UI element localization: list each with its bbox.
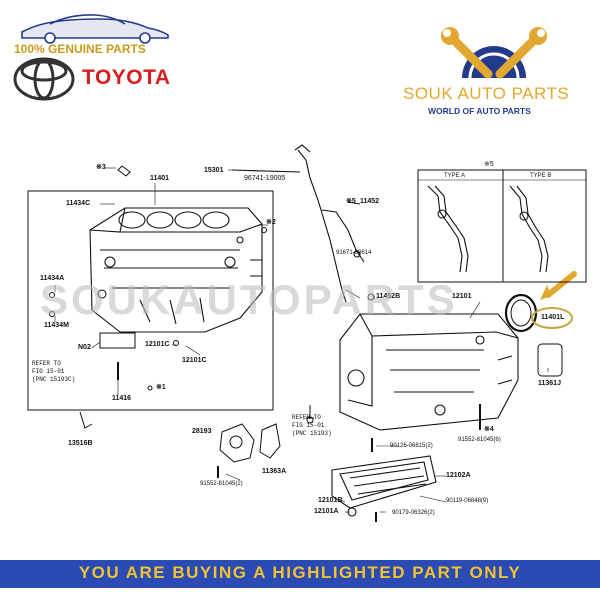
block-group-frame — [27, 190, 274, 411]
inset-note: ※5 — [484, 161, 494, 168]
toyota-emblem-icon — [13, 57, 75, 101]
refer-left-line2: FIG 15-01 — [32, 368, 65, 375]
part-label: ※3 — [96, 164, 106, 171]
part-label: 15301 — [204, 167, 224, 174]
refer-right-line1: REFER TO — [292, 414, 321, 421]
inset-type-a: TYPE A — [444, 173, 466, 179]
inset-frame — [417, 169, 587, 283]
car-logo-icon — [21, 14, 169, 44]
highlight-ring — [531, 307, 573, 329]
dipstick-drawing — [231, 144, 375, 303]
part-label: ※5 — [346, 198, 356, 205]
part-label: 11361J — [538, 380, 561, 387]
part-label: 11434C — [66, 200, 91, 207]
part-label: 12101 — [452, 293, 472, 300]
toyota-wordmark: TOYOTA — [82, 66, 171, 89]
souk-logo-icon — [441, 27, 547, 79]
part-label: 28193 — [192, 428, 212, 435]
part-label: ※2 — [266, 219, 276, 226]
part-label: 11363A — [262, 468, 287, 475]
part-label: 90119-06848(9) — [446, 498, 489, 504]
bearing-cap-icon — [99, 332, 136, 349]
footer-notice: YOU ARE BUYING A HIGHLIGHTED PART ONLY — [78, 563, 522, 582]
part-label: 91671-80614 — [336, 250, 372, 256]
part-label: N02 — [78, 344, 91, 351]
part-label: 91552-81045(2) — [200, 481, 243, 487]
part-label: 12101B — [318, 497, 343, 504]
part-label: 96741-19005 — [244, 175, 286, 182]
refer-right-line2: FIG 15-01 — [292, 422, 325, 429]
footer-bar — [0, 560, 600, 588]
part-label: 11452 — [360, 198, 380, 205]
sensor-3-icon — [117, 165, 131, 177]
refer-left-line3: (PNC 15193C) — [32, 376, 76, 383]
part-label: 12101C — [145, 341, 170, 348]
part-label: 90126-06815(2) — [390, 443, 433, 449]
sensor-13516b-icon — [79, 411, 93, 429]
part-label: 11452B — [376, 293, 401, 300]
part-label: 11416 — [112, 395, 132, 402]
plug-icon — [147, 385, 153, 391]
cover-11361j-icon — [537, 343, 563, 377]
part-label: 12101C — [182, 357, 207, 364]
part-label: 90179-06326(2) — [392, 510, 435, 516]
souk-tagline: WORLD OF AUTO PARTS — [428, 106, 531, 116]
watermark-text: SOUKAUTOPARTS — [40, 276, 458, 323]
bracket-11363a-icon — [259, 423, 281, 459]
part-label: 11434M — [44, 322, 69, 329]
refer-right-line3: (PNC 15193) — [292, 430, 332, 437]
part-label: 11401 — [150, 175, 170, 182]
highlight-arrow-icon — [545, 271, 577, 298]
inset-type-b: TYPE B — [530, 173, 552, 179]
refer-left-line1: REFER TO — [32, 360, 61, 367]
part-label: 13516B — [68, 440, 93, 447]
highlighted-part-label: 11401L — [541, 314, 565, 321]
engine-block-drawing — [89, 207, 263, 333]
part-label: 12102A — [446, 472, 471, 479]
part-label: ※4 — [484, 426, 494, 433]
part-label: ※1 — [156, 384, 166, 391]
part-label: 11434A — [40, 275, 65, 282]
part-label: 12101A — [314, 508, 339, 515]
oil-pan-upper-drawing — [339, 313, 519, 431]
part-label: 91552-81045(6) — [458, 437, 501, 443]
oil-pan-lower-drawing — [331, 455, 437, 522]
genuine-parts-text: 100% GENUINE PARTS — [14, 42, 146, 56]
souk-brand-name: SOUK AUTO PARTS — [403, 84, 570, 103]
gasket-28193-icon — [219, 423, 255, 463]
oil-seal-highlighted-icon — [504, 293, 538, 333]
